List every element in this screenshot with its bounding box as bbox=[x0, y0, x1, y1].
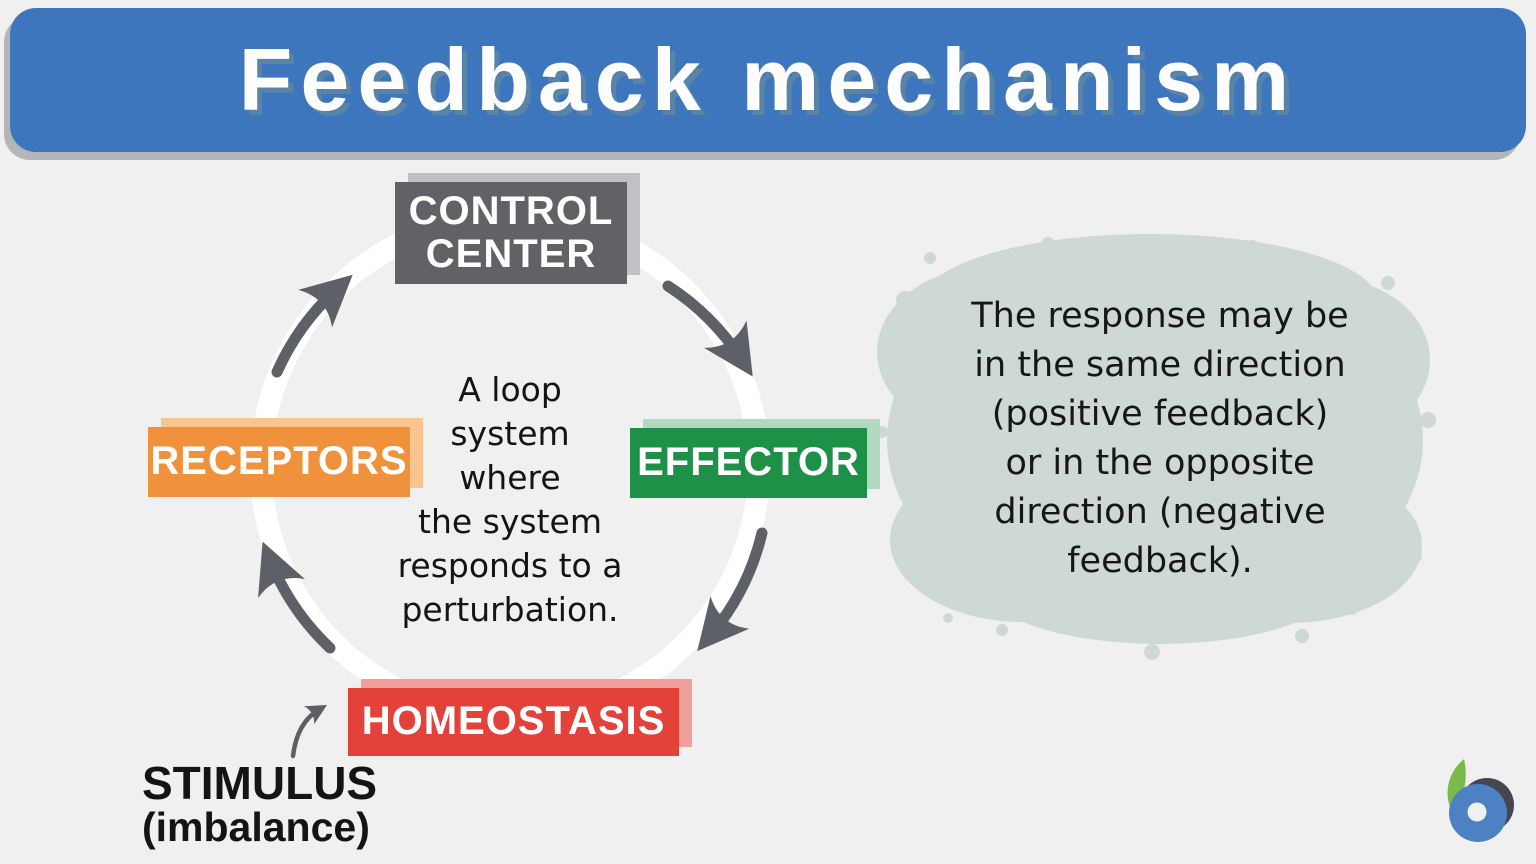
note-text-line: feedback). bbox=[1067, 541, 1253, 581]
loop-caption-line: A loop bbox=[458, 370, 562, 409]
logo-center-hole bbox=[1467, 802, 1487, 822]
loop-caption-line: perturbation. bbox=[401, 590, 619, 629]
node-control-center-label-line1: CONTROL bbox=[408, 188, 614, 233]
header-banner: Feedback mechanism bbox=[10, 8, 1526, 152]
note-text-line: (positive feedback) bbox=[991, 394, 1329, 434]
node-effector: EFFECTOR bbox=[630, 428, 867, 498]
node-effector-label: EFFECTOR bbox=[637, 440, 860, 485]
note-text-line: direction (negative bbox=[994, 492, 1326, 532]
loop-caption-line: system bbox=[450, 414, 570, 453]
node-homeostasis: HOMEOSTASIS bbox=[348, 688, 679, 756]
arrow-homeostasis-to-receptors bbox=[258, 541, 336, 654]
arrow-receptors-to-control-center bbox=[271, 274, 353, 378]
loop-caption-line: responds to a bbox=[397, 546, 623, 585]
node-control-center-label-line2: CENTER bbox=[425, 232, 597, 276]
stimulus-arrow bbox=[290, 705, 328, 759]
note-text-line: in the same direction bbox=[974, 345, 1346, 385]
logo-leaf-shape bbox=[1447, 759, 1466, 812]
loop-caption-line: where bbox=[459, 458, 561, 497]
node-homeostasis-label: HOMEOSTASIS bbox=[361, 699, 666, 744]
stimulus-label-line1: STIMULUS bbox=[142, 757, 378, 809]
note-text: The response may be in the same directio… bbox=[880, 292, 1440, 586]
loop-caption-line: the system bbox=[418, 502, 602, 541]
brand-logo bbox=[1447, 759, 1514, 842]
page-title: Feedback mechanism bbox=[238, 30, 1298, 129]
arrow-control-center-to-effector bbox=[662, 280, 753, 377]
note-text-line: The response may be bbox=[971, 296, 1349, 336]
node-receptors-label: RECEPTORS bbox=[150, 439, 408, 484]
stimulus-label: STIMULUS (imbalance) bbox=[142, 760, 377, 849]
loop-caption: A loop system where the system responds … bbox=[330, 368, 690, 632]
node-receptors: RECEPTORS bbox=[148, 427, 410, 497]
note-text-line: or in the opposite bbox=[1005, 443, 1315, 483]
arrow-effector-to-homeostasis bbox=[697, 527, 768, 652]
note-blob bbox=[876, 234, 1436, 660]
stimulus-label-line2: (imbalance) bbox=[142, 803, 370, 850]
node-control-center: CONTROL CENTER bbox=[395, 182, 627, 284]
